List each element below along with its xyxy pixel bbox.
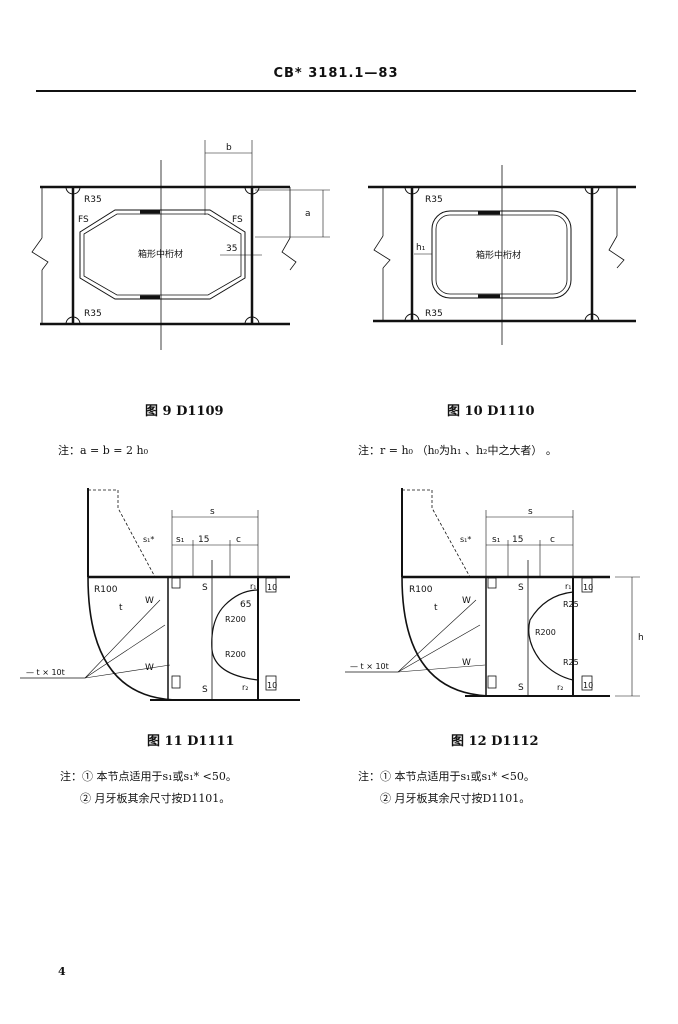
r35-top-label: R35 xyxy=(425,195,443,205)
dim-35-label: 35 xyxy=(226,244,237,254)
fs-right-label: FS xyxy=(232,215,243,225)
standard-number: CB* 3181.1—83 xyxy=(273,66,399,81)
r1-label: r₁ xyxy=(250,582,257,591)
weld-w-label: W xyxy=(462,596,471,606)
weld-w-label: W xyxy=(145,596,154,606)
figure-9-caption: 图 9 D1109 xyxy=(145,404,224,419)
box-girder-label: 箱形中桁材 xyxy=(476,249,521,261)
dim-c-label: c xyxy=(550,535,555,545)
dim-15-label: 15 xyxy=(512,535,523,545)
s-label: S xyxy=(518,683,524,693)
dim-s-label: s xyxy=(210,507,215,517)
dim-b-label: b xyxy=(226,143,232,153)
figure-12-note-2: ② 月牙板其余尺寸按D1101。 xyxy=(380,792,531,805)
page-header: CB* 3181.1—83 xyxy=(36,62,636,92)
h1-label: h₁ xyxy=(416,243,426,253)
dim-10b-label: 10 xyxy=(267,681,277,690)
figure-10-caption: 图 10 D1110 xyxy=(447,404,535,419)
figure-11-caption: 图 11 D1111 xyxy=(147,734,235,749)
figure-9-note: 注：a = b = 2 h₀ xyxy=(58,444,149,457)
dim-s1-label: s₁ xyxy=(492,535,501,545)
r25-a-label: R25 xyxy=(563,600,579,609)
dim-a-label: a xyxy=(305,209,311,219)
figure-11-note-2: ② 月牙板其余尺寸按D1101。 xyxy=(80,792,231,805)
r25-b-label: R25 xyxy=(563,658,579,667)
figure-12-caption: 图 12 D1112 xyxy=(451,734,539,749)
figure-12-note-1: 注：① 本节点适用于s₁或s₁* <50。 xyxy=(358,770,535,783)
r35-bottom-label: R35 xyxy=(84,309,102,319)
r35-bottom-label: R35 xyxy=(425,309,443,319)
r200-a-label: R200 xyxy=(225,615,246,624)
arrow-label: — t × 10t xyxy=(26,668,65,677)
s-label: S xyxy=(202,685,208,695)
h-label: h xyxy=(638,633,644,643)
r35-top-label: R35 xyxy=(84,195,102,205)
dim-10b-label: 10 xyxy=(583,681,593,690)
r200-b-label: R200 xyxy=(225,650,246,659)
dim-10a-label: 10 xyxy=(583,583,593,592)
weld-w-label: W xyxy=(145,663,154,673)
dim-10a-label: 10 xyxy=(267,583,277,592)
dim-s-label: s xyxy=(528,507,533,517)
dim-c-label: c xyxy=(236,535,241,545)
r200-label: R200 xyxy=(535,628,556,637)
r2-label: r₂ xyxy=(557,683,564,692)
r100-label: R100 xyxy=(94,585,118,595)
arrow-label: — t × 10t xyxy=(350,662,389,671)
s-label: S xyxy=(202,583,208,593)
figure-11-note-1: 注：① 本节点适用于s₁或s₁* <50。 xyxy=(60,770,237,783)
r2-label: r₂ xyxy=(242,683,249,692)
t-label: t xyxy=(119,603,123,613)
r1-label: r₁ xyxy=(565,582,572,591)
weld-w-label: W xyxy=(462,658,471,668)
page-number: 4 xyxy=(58,965,66,978)
figure-10-note: 注：r = h₀ （h₀为h₁ 、h₂中之大者） 。 xyxy=(358,444,557,457)
box-girder-label: 箱形中桁材 xyxy=(138,248,183,260)
dim-15-label: 15 xyxy=(198,535,209,545)
fs-left-label: FS xyxy=(78,215,89,225)
r100-label: R100 xyxy=(409,585,433,595)
dim-s1-label: s₁ xyxy=(176,535,185,545)
dim-65-label: 65 xyxy=(240,600,251,610)
s1-star-label: s₁* xyxy=(143,535,154,544)
s1-star-label: s₁* xyxy=(460,535,471,544)
s-label: S xyxy=(518,583,524,593)
t-label: t xyxy=(434,603,438,613)
